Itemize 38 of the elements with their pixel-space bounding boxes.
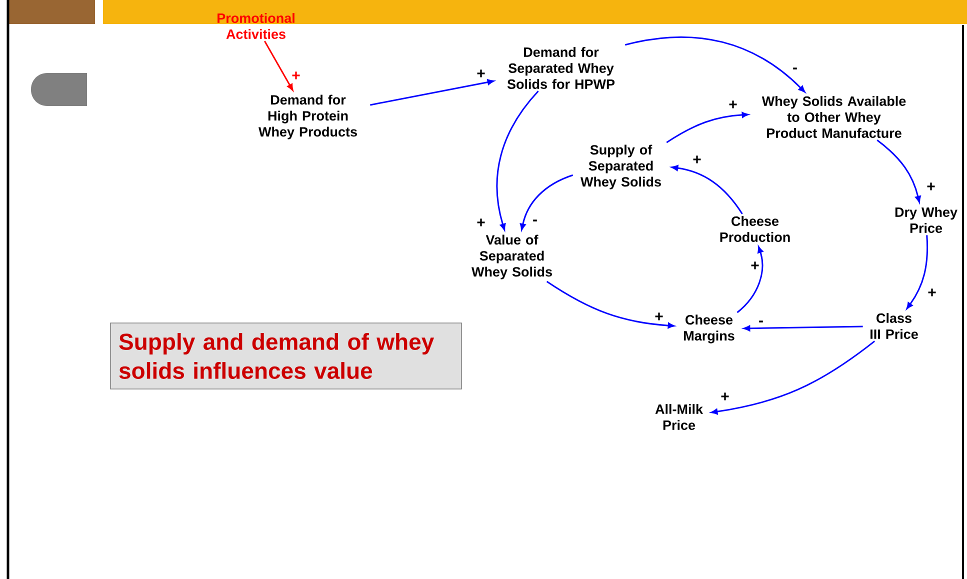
polarity-sign: + xyxy=(655,312,663,320)
polarity-sign: - xyxy=(793,68,797,70)
arrow xyxy=(736,246,764,314)
arrow xyxy=(876,140,921,203)
polarity-sign: + xyxy=(477,218,485,226)
arrow xyxy=(743,325,863,332)
variable-label: Demand for High Protein Whey Products xyxy=(258,94,357,140)
variable-label: Supply of Separated Whey Solids xyxy=(580,144,661,190)
variable-label: Whey Solids Available to Other Whey Product Manufacture xyxy=(762,96,906,138)
variable-label: Cheese Production xyxy=(720,216,790,242)
arrow xyxy=(625,36,806,92)
polarity-sign: - xyxy=(533,220,537,222)
arrow xyxy=(496,90,539,230)
variable-label: Promotional Activities xyxy=(218,13,294,39)
polarity-sign: + xyxy=(292,72,300,80)
arrow xyxy=(666,112,749,144)
variable-label: Cheese Margins xyxy=(684,314,734,344)
polarity-sign: + xyxy=(729,100,737,108)
text-box: Supply and demand of whey solids influences value xyxy=(110,322,462,390)
arrow xyxy=(520,174,574,230)
polarity-sign: + xyxy=(928,288,936,296)
polarity-sign: + xyxy=(751,262,759,270)
arrow xyxy=(906,235,928,310)
variable-label: Class III Price xyxy=(870,313,918,339)
polarity-sign: + xyxy=(693,156,701,164)
arrow xyxy=(671,165,743,214)
arrow xyxy=(370,79,494,106)
polarity-sign: + xyxy=(477,70,485,78)
variable-label: All-Milk Price xyxy=(655,404,704,430)
polarity-sign: + xyxy=(721,392,729,400)
variable-label: Dry Whey Price xyxy=(895,207,958,233)
arrow xyxy=(546,280,675,328)
arrow xyxy=(710,340,876,415)
polarity-sign: + xyxy=(927,182,935,190)
polarity-sign: - xyxy=(759,320,763,322)
variable-label: Demand for Separated Whey Solids for HPWP xyxy=(507,47,615,89)
variable-label: Value of Separated Whey Solids xyxy=(472,234,552,280)
arrow xyxy=(264,40,294,91)
